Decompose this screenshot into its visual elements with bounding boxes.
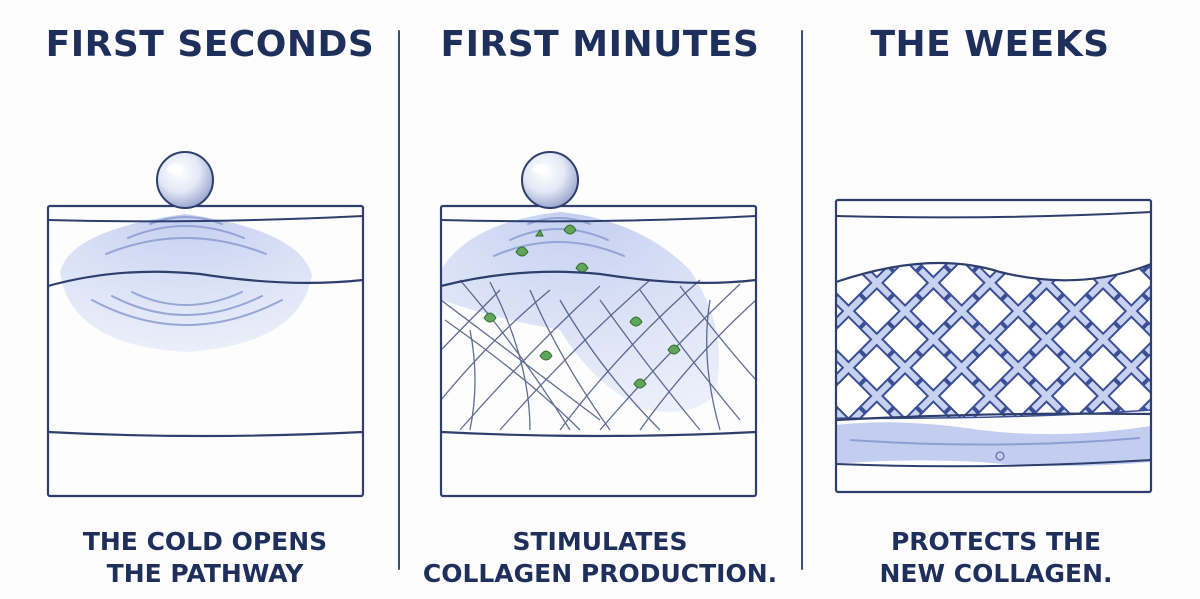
column-caption-the-weeks: PROTECTS THE NEW COLLAGEN. xyxy=(879,527,1113,588)
column-caption-first-minutes: STIMULATES COLLAGEN PRODUCTION. xyxy=(422,527,778,588)
column-title-first-minutes: FIRST MINUTES xyxy=(440,24,760,65)
column-divider-right xyxy=(801,30,803,570)
leaf-icon xyxy=(483,224,681,389)
collagen-fibers xyxy=(441,279,756,431)
column-caption-first-seconds: THE COLD OPENS THE PATHWAY xyxy=(82,527,328,588)
skin-diagram-panels xyxy=(46,151,1153,498)
column-title-the-weeks: THE WEEKS xyxy=(870,24,1110,65)
cold-wave-zone xyxy=(441,212,720,412)
panel-first-seconds xyxy=(46,151,365,498)
cold-sphere-icon xyxy=(521,151,579,209)
column-title-first-seconds: FIRST SECONDS xyxy=(45,24,375,65)
cold-sphere-icon xyxy=(156,151,214,209)
panel-the-weeks xyxy=(834,198,1153,494)
collagen-mesh-icon xyxy=(836,262,1151,420)
panel-first-minutes xyxy=(439,151,758,498)
column-divider-left xyxy=(398,30,400,570)
